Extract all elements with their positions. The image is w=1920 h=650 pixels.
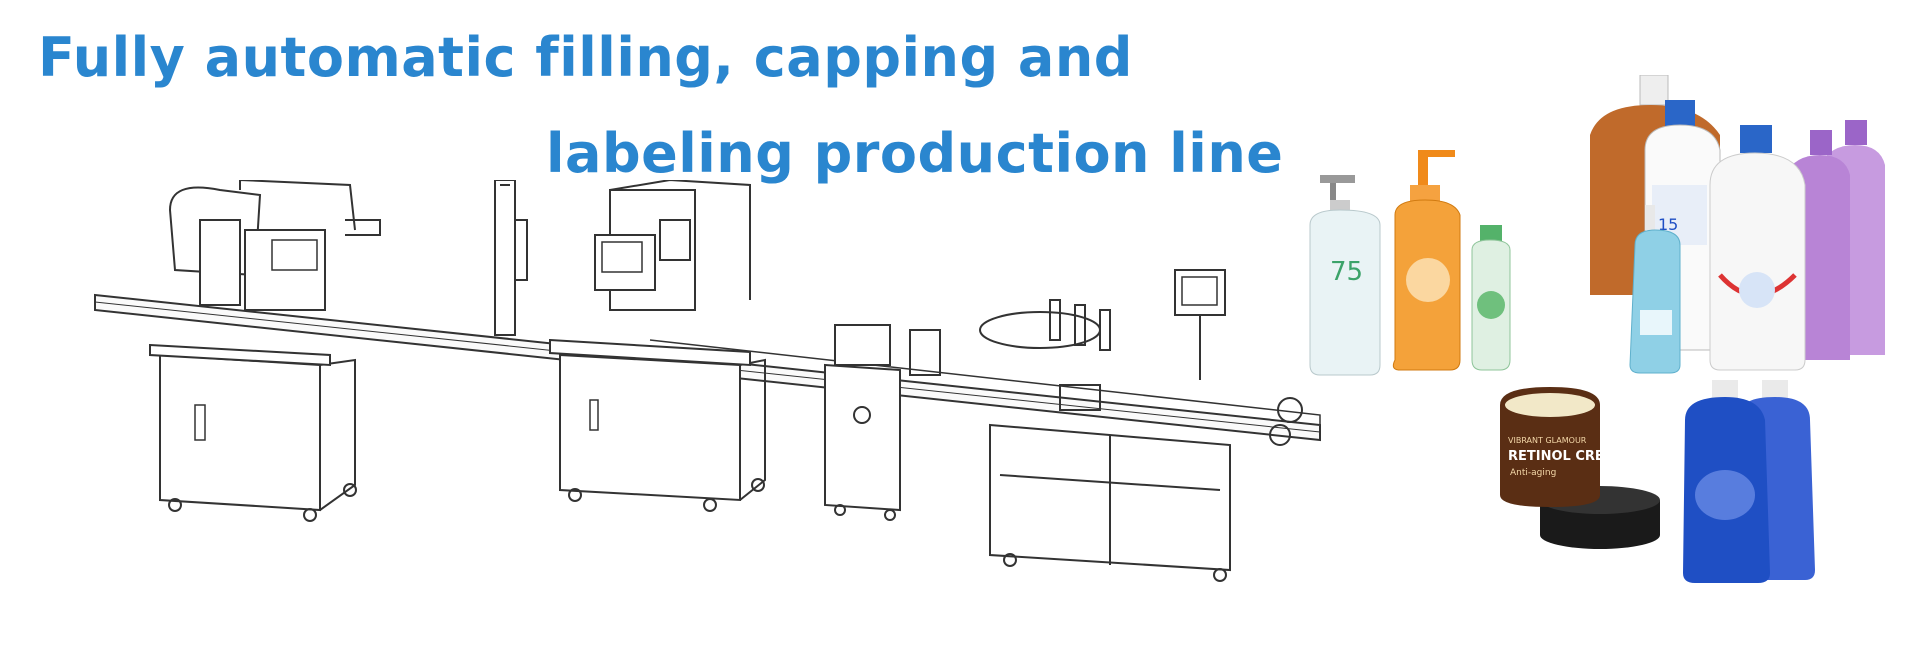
blue-laundry-jugs: [1683, 380, 1815, 583]
small-station: [824, 324, 941, 521]
cream-brand: VIBRANT GLAMOUR: [1508, 436, 1587, 445]
capping-machine: [549, 180, 766, 512]
banner-title-line-2: labeling production line: [546, 122, 1284, 185]
banner-title-line-1: Fully automatic filling, capping and: [38, 26, 1133, 89]
product-collage: 75 多 15: [1309, 75, 1885, 583]
filling-machine: [149, 180, 381, 522]
cream-subtitle: Anti-aging: [1510, 468, 1556, 478]
main-white-detergent: [1709, 125, 1806, 371]
vertical-post: [494, 180, 528, 336]
production-line-illustration: [94, 180, 1321, 582]
labeling-machine: [979, 269, 1231, 582]
foam-pump-bottle: [1629, 205, 1681, 374]
orange-soap-bottle: [1392, 150, 1461, 371]
jug-mark: 15: [1658, 215, 1678, 234]
sanitizer-label: 75: [1330, 257, 1363, 287]
cream-name: RETINOL CREAM: [1508, 449, 1627, 464]
sanitizer-bottle: 75: [1309, 175, 1381, 376]
green-gel-bottle: [1471, 225, 1511, 371]
retinol-cream-jar: VIBRANT GLAMOUR RETINOL CREAM Anti-aging: [1500, 387, 1660, 549]
